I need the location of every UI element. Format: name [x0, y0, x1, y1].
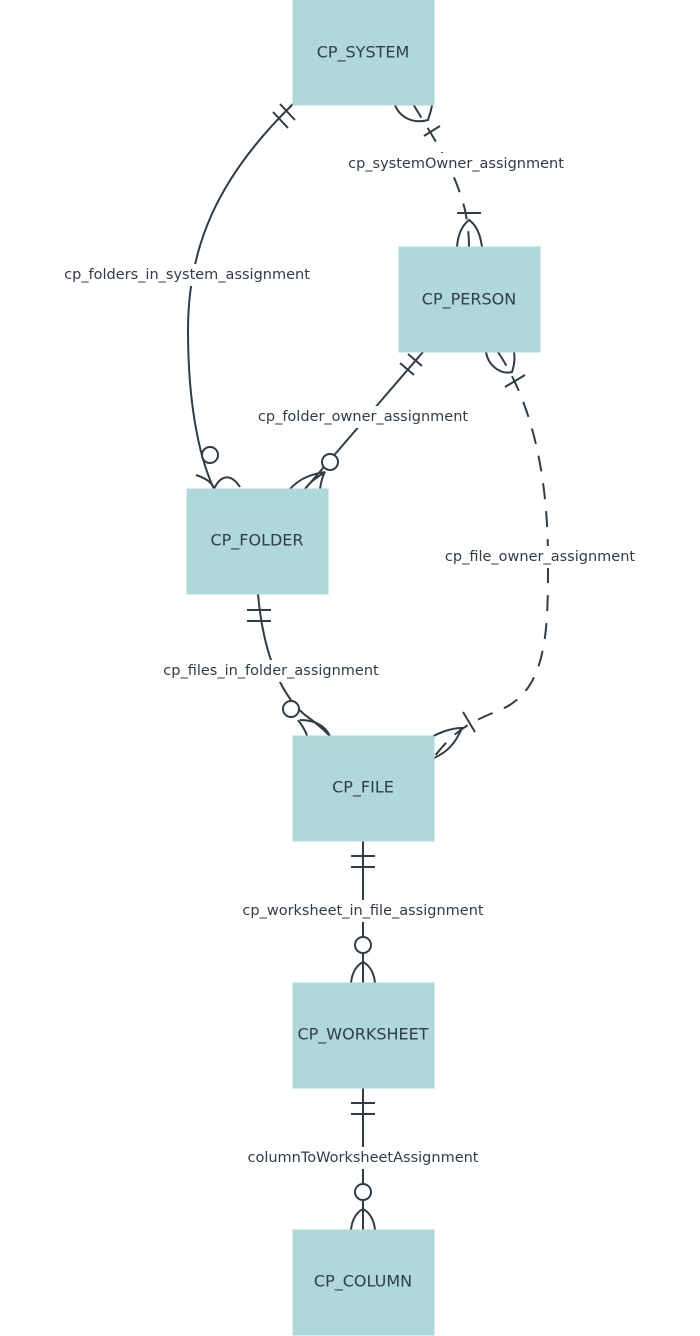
rel-label-file-owner: cp_file_owner_assignment: [438, 546, 642, 568]
one-marker-icon: [462, 711, 476, 733]
crows-foot-icon: [485, 351, 516, 374]
one-marker-icon: [423, 125, 441, 137]
entity-cp-file[interactable]: CP_FILE: [292, 735, 435, 842]
exactly-one-marker-icon: [272, 103, 296, 129]
svg-text:cp_systemOwner_assignment: cp_systemOwner_assignment: [348, 156, 564, 172]
line-folders-in-system: [186, 103, 294, 490]
svg-text:cp_files_in_folder_assignment: cp_files_in_folder_assignment: [163, 663, 379, 679]
svg-text:cp_worksheet_in_file_assignmen: cp_worksheet_in_file_assignment: [242, 903, 483, 919]
rel-label-worksheet-in-file: cp_worksheet_in_file_assignment: [235, 900, 491, 922]
exactly-one-marker-icon: [351, 1102, 375, 1115]
exactly-one-marker-icon: [247, 609, 271, 622]
one-marker-icon: [504, 374, 526, 388]
zero-marker-icon: [321, 453, 339, 471]
crows-foot-icon: [394, 103, 433, 123]
entity-cp-folder[interactable]: CP_FOLDER: [186, 488, 329, 595]
svg-text:cp_file_owner_assignment: cp_file_owner_assignment: [445, 549, 635, 565]
line-file-owner: [433, 351, 550, 758]
crows-foot-icon: [350, 960, 376, 984]
entity-label: CP_SYSTEM: [317, 43, 410, 63]
zero-marker-icon: [354, 1183, 372, 1201]
crows-foot-icon: [429, 726, 464, 759]
entity-label: CP_COLUMN: [314, 1272, 412, 1292]
entities: CP_SYSTEM CP_PERSON CP_FOLDER CP_FILE CP…: [186, 0, 541, 1336]
entity-cp-worksheet[interactable]: CP_WORKSHEET: [292, 982, 435, 1089]
rel-label-folders-in-system: cp_folders_in_system_assignment: [58, 264, 318, 286]
rel-label-column-to-worksheet: columnToWorksheetAssignment: [245, 1147, 481, 1169]
svg-text:cp_folder_owner_assignment: cp_folder_owner_assignment: [258, 409, 468, 425]
zero-marker-icon: [282, 700, 300, 718]
cardinality-markers: [195, 103, 526, 1231]
crows-foot-icon: [297, 719, 331, 737]
zero-marker-icon: [354, 936, 372, 954]
zero-marker-icon: [201, 446, 219, 464]
rel-label-folder-owner: cp_folder_owner_assignment: [252, 406, 476, 428]
entity-cp-column[interactable]: CP_COLUMN: [292, 1229, 435, 1336]
crows-foot-icon: [289, 471, 326, 490]
svg-text:columnToWorksheetAssignment: columnToWorksheetAssignment: [247, 1150, 478, 1166]
svg-text:cp_folders_in_system_assignmen: cp_folders_in_system_assignment: [64, 267, 310, 283]
entity-label: CP_WORKSHEET: [297, 1025, 428, 1045]
relationship-labels: cp_folders_in_system_assignment cp_syste…: [58, 153, 642, 1169]
rel-label-files-in-folder: cp_files_in_folder_assignment: [155, 660, 387, 682]
entity-label: CP_FOLDER: [210, 531, 303, 551]
entity-cp-person[interactable]: CP_PERSON: [398, 246, 541, 353]
entity-label: CP_FILE: [332, 778, 394, 798]
line-system-owner: [412, 103, 470, 248]
exactly-one-marker-icon: [351, 855, 375, 868]
crows-foot-icon: [350, 1207, 376, 1231]
crows-foot-icon: [456, 218, 483, 248]
exactly-one-marker-icon: [399, 353, 423, 376]
entity-cp-system[interactable]: CP_SYSTEM: [292, 0, 435, 106]
rel-label-system-owner: cp_systemOwner_assignment: [345, 153, 569, 175]
entity-label: CP_PERSON: [422, 290, 516, 310]
crows-foot-icon: [195, 474, 241, 490]
